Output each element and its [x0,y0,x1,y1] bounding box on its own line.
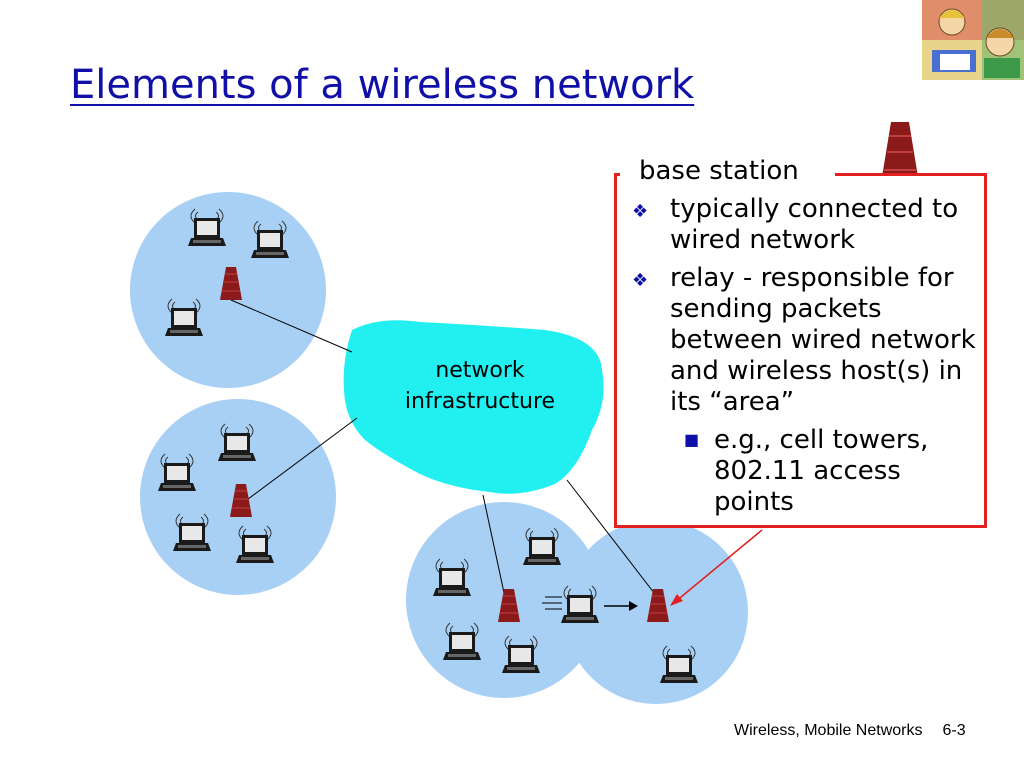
cloud-label: network infrastructure [370,355,590,417]
cloud-label-line-2: infrastructure [404,389,556,414]
callout-box [614,173,987,528]
slide-title: Elements of a wireless network [70,62,695,108]
sub-bullet-text: e.g., cell towers, 802.11 access points [714,425,929,517]
cloud-label-line-1: network [435,358,525,383]
diamond-bullet-icon: ❖ [632,270,649,291]
motion-lines [542,596,562,610]
footer-page-number: 6-3 [942,722,966,739]
slide-footer: Wireless, Mobile Networks 6-3 [734,722,966,740]
callout-bullets: ❖ typically connected to wired network ❖… [632,194,982,518]
bullet-item: ❖ relay - responsible for sending packet… [632,263,982,418]
bullet-item: ❖ typically connected to wired network [632,194,982,256]
corner-illustration [922,0,1024,80]
base-station-heading: base station [639,156,799,186]
wired-links [230,299,659,603]
callout-arrow [674,529,763,603]
square-bullet-icon: ■ [684,430,700,449]
network-cloud-icon [343,320,604,494]
diamond-bullet-icon: ❖ [632,201,649,222]
sub-bullet-item: ■ e.g., cell towers, 802.11 access point… [632,425,982,518]
bullet-text: typically connected to wired network [670,194,959,255]
footer-course: Wireless, Mobile Networks [734,722,923,739]
bullet-text: relay - responsible for sending packets … [670,263,976,417]
callout-border-gap [620,168,835,180]
